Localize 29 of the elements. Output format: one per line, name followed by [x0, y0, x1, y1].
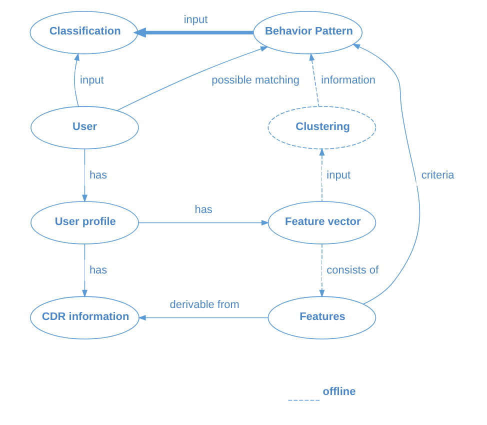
edge-label: consists of — [326, 264, 378, 277]
node-ellipse: CDR information — [30, 296, 139, 340]
arrow — [74, 52, 79, 107]
arrow — [138, 220, 269, 226]
edge-label: has — [88, 169, 107, 182]
arrow — [318, 148, 324, 202]
edge-label: has — [194, 204, 212, 216]
arrow — [137, 315, 268, 321]
edge-label: possible matching — [211, 74, 300, 86]
node-ellipse: Behavior Pattern — [252, 11, 362, 54]
arrow — [318, 244, 324, 298]
node-ellipse: Clustering — [267, 106, 376, 150]
edge-label: derivable from — [169, 299, 239, 312]
node-ellipse: User profile — [30, 201, 138, 244]
edge-label: input — [80, 74, 104, 86]
arrow — [116, 46, 268, 111]
edge-label: criteria — [420, 169, 454, 182]
edge-label: has — [88, 264, 107, 277]
node-ellipse: Classification — [29, 11, 138, 54]
node-ellipse: Feature vector — [267, 201, 376, 244]
arrow — [132, 28, 253, 38]
edge-label: input — [326, 169, 350, 182]
edge-label: information — [320, 74, 376, 86]
edge-label: input — [183, 14, 208, 26]
legend-label: offline — [322, 386, 356, 398]
node-ellipse: User — [30, 106, 138, 150]
arrow — [352, 44, 420, 305]
node-ellipse: Features — [267, 296, 376, 340]
arrow — [308, 52, 319, 107]
